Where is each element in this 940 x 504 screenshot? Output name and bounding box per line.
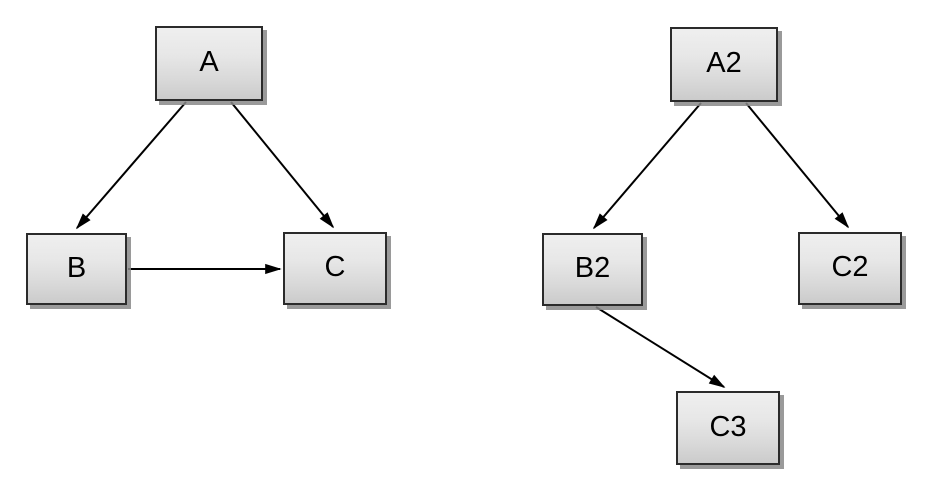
node-label: C3 bbox=[709, 410, 747, 443]
node-c2[interactable]: C2 bbox=[798, 232, 902, 305]
edge-line bbox=[230, 101, 334, 228]
arrowhead-icon bbox=[75, 213, 91, 230]
edge-b-to-c bbox=[128, 263, 282, 275]
node-a2[interactable]: A2 bbox=[670, 27, 778, 102]
arrowhead-icon bbox=[265, 263, 282, 275]
node-label: A bbox=[199, 46, 219, 78]
edge-line bbox=[593, 102, 702, 229]
edge-a-to-c bbox=[230, 101, 335, 229]
edge-line bbox=[745, 102, 849, 228]
arrowhead-icon bbox=[319, 212, 335, 229]
node-label: C bbox=[324, 251, 346, 283]
edge-a-to-b bbox=[75, 101, 187, 230]
node-b[interactable]: B bbox=[26, 233, 127, 305]
node-label: B bbox=[66, 251, 87, 284]
edge-line bbox=[76, 101, 187, 229]
arrowhead-icon bbox=[708, 374, 726, 388]
edge-a2-to-c2 bbox=[745, 102, 850, 229]
node-label: B2 bbox=[574, 252, 611, 284]
edge-line bbox=[595, 306, 725, 388]
node-label: C2 bbox=[831, 251, 869, 283]
arrowhead-icon bbox=[834, 212, 850, 229]
arrowhead-icon bbox=[592, 213, 608, 230]
node-a[interactable]: A bbox=[155, 26, 263, 101]
edge-a2-to-b2 bbox=[592, 102, 702, 230]
node-c[interactable]: C bbox=[283, 232, 387, 305]
node-c3[interactable]: C3 bbox=[676, 391, 780, 465]
edge-b2-to-c3 bbox=[595, 306, 726, 388]
node-b2[interactable]: B2 bbox=[542, 233, 643, 306]
node-label: A2 bbox=[706, 47, 742, 79]
